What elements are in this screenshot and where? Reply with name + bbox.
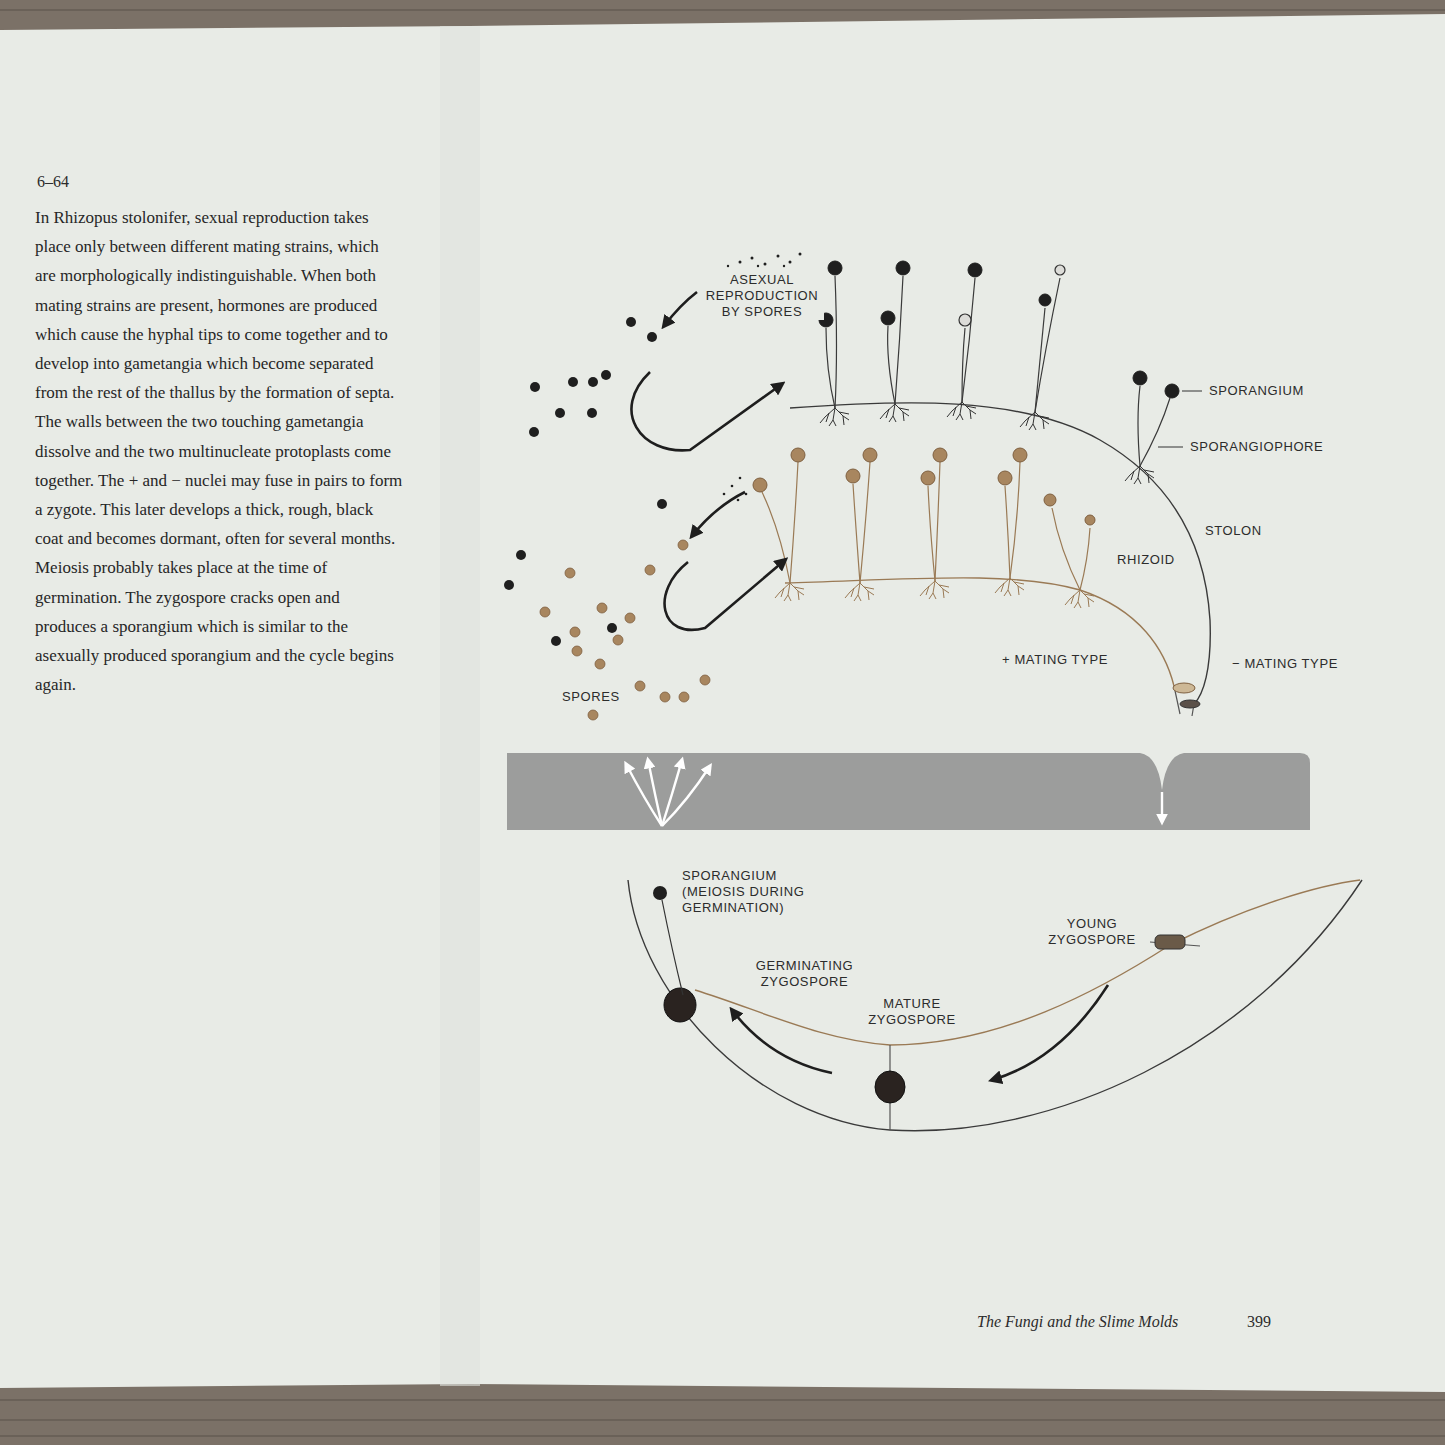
stage-label: YOUNG ZYGOSPORE — [1035, 916, 1149, 948]
stage-label: MATURE ZYGOSPORE — [850, 996, 974, 1028]
stage-label: SPORANGIUM (MEIOSIS DURING GERMINATION) — [680, 868, 824, 916]
cycle-label: ASEXUAL REPRODUCTION BY SPORES — [700, 272, 824, 320]
mating-type-label: − MATING TYPE — [1230, 656, 1340, 672]
part-label: SPORANGIUM — [1207, 383, 1306, 399]
part-label: RHIZOID — [1115, 552, 1177, 568]
figure-caption: In Rhizopus stolonifer, sexual reproduct… — [35, 203, 403, 699]
page-number: 399 — [1245, 1312, 1273, 1332]
mating-type-label: + MATING TYPE — [1000, 652, 1110, 668]
running-footer: The Fungi and the Slime Molds — [975, 1312, 1180, 1332]
figure-number: 6–64 — [35, 172, 71, 192]
stage-label: GERMINATING ZYGOSPORE — [740, 958, 869, 990]
part-label: SPORES — [560, 689, 622, 705]
part-label: STOLON — [1203, 523, 1264, 539]
part-label: SPORANGIOPHORE — [1188, 439, 1325, 455]
